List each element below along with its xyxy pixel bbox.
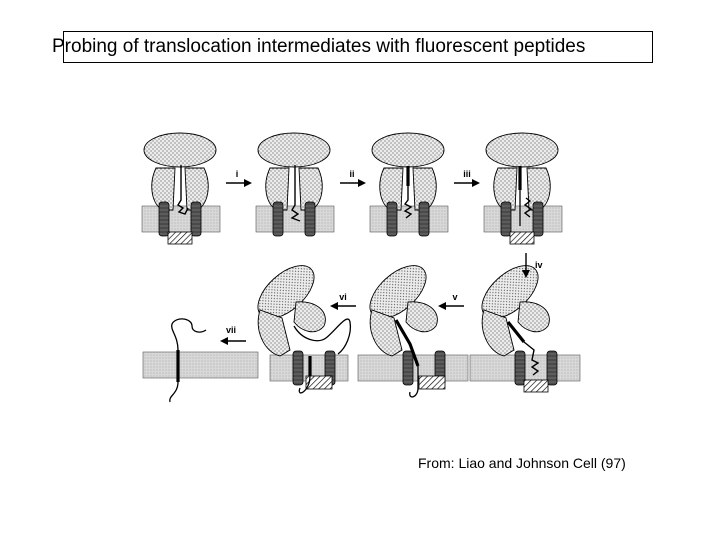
complex-5 [469, 265, 581, 393]
step-arrow-vii: vii [220, 325, 246, 345]
step-label: vi [339, 292, 347, 302]
step-label: iv [535, 260, 543, 270]
step-arrow-ii: ii [340, 169, 366, 187]
slide-title: Probing of translocation intermediates w… [52, 31, 653, 63]
complex-3 [369, 132, 449, 237]
step-arrow-v: v [438, 292, 464, 310]
citation-caption: From: Liao and Johnson Cell (97) [418, 455, 626, 471]
complex-1 [141, 132, 221, 245]
step-arrow-iii: iii [454, 169, 480, 187]
released-membrane-protein [142, 318, 259, 403]
step-arrow-iv: iv [522, 253, 543, 278]
step-label: v [452, 292, 457, 302]
complex-4 [483, 132, 563, 245]
step-label: i [236, 169, 239, 179]
step-label: iii [463, 169, 471, 179]
complex-2 [255, 132, 335, 237]
complex-6 [357, 265, 469, 398]
step-arrow-vi: vi [330, 292, 356, 310]
step-label: vii [226, 325, 236, 335]
step-arrow-i: i [226, 169, 252, 187]
complex-7 [257, 265, 352, 394]
step-label: ii [349, 169, 354, 179]
